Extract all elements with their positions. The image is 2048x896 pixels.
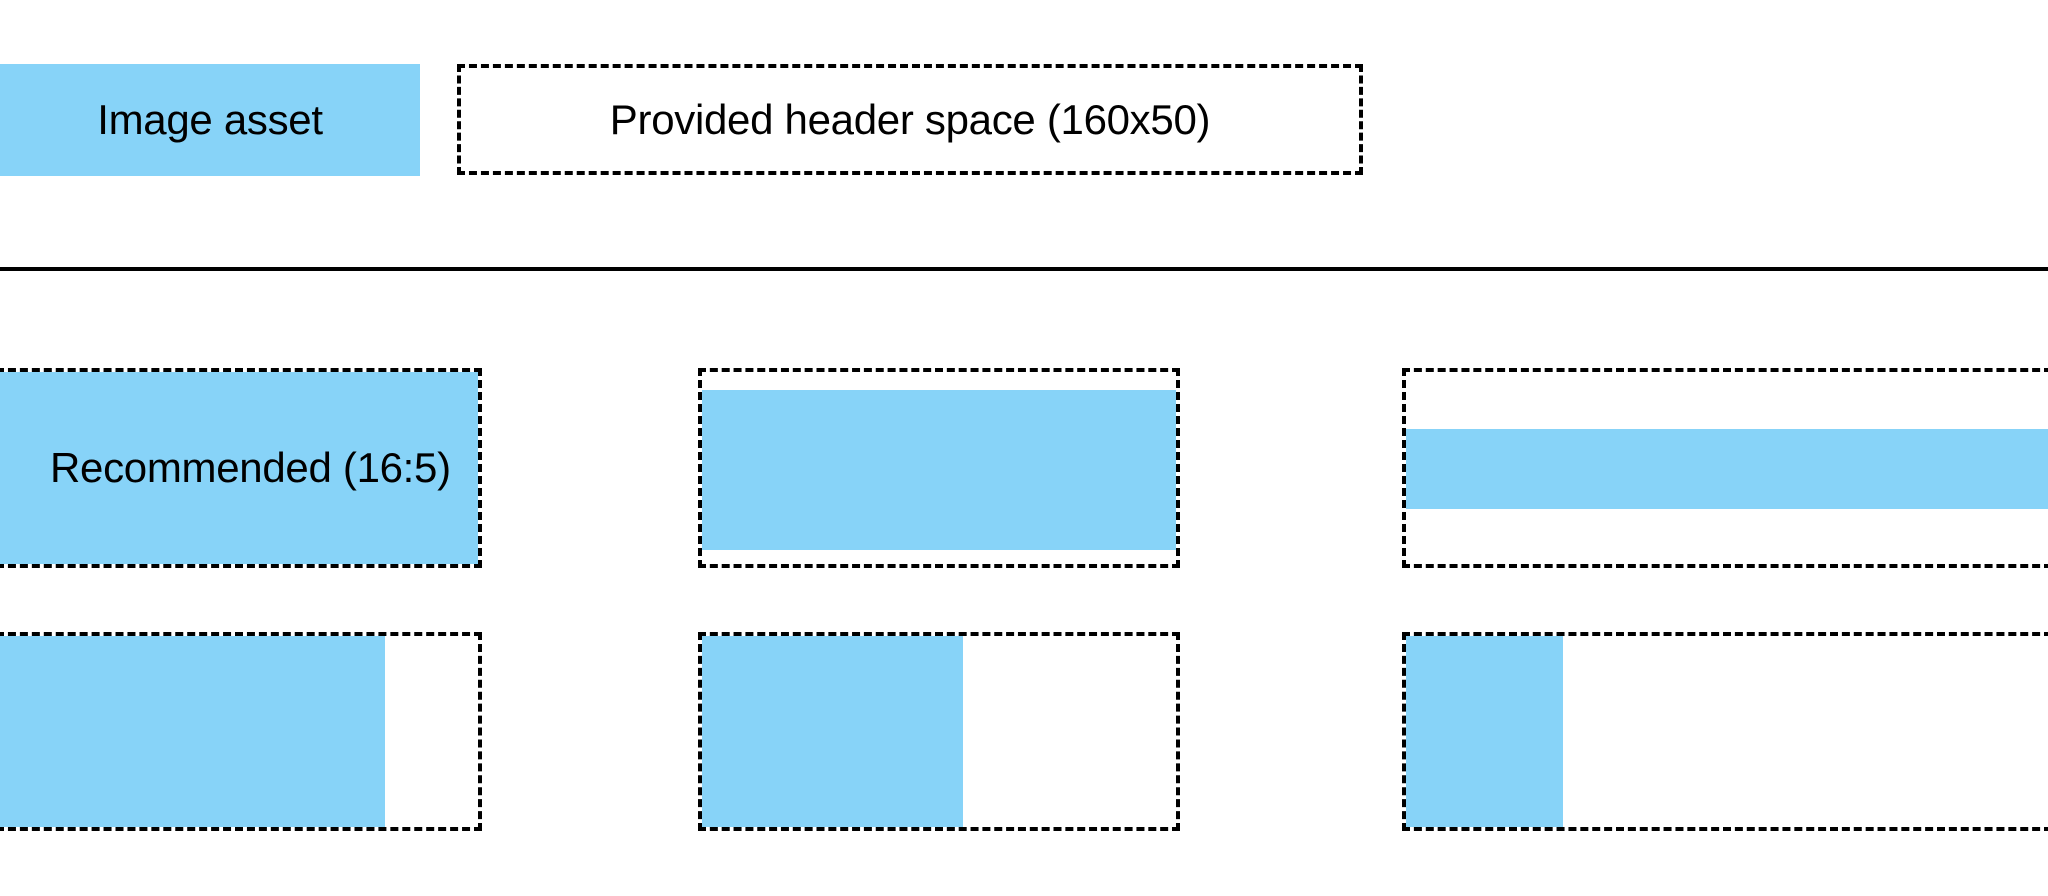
recommended-ratio-label: Recommended (16:5): [50, 444, 451, 491]
sample-cell-recommended: Recommended (16:5): [0, 368, 482, 568]
sample-fill-recommended: [0, 372, 478, 564]
sample-cell-pillarboxed-medium: [698, 632, 1180, 831]
section-divider: [0, 267, 2048, 271]
provided-header-space-box: Provided header space (160x50): [457, 64, 1363, 175]
sample-fill-pillarboxed-large: [0, 636, 385, 827]
legend-row: Image asset Provided header space (160x5…: [0, 64, 2048, 176]
sample-fill-wide-thin-band: [1406, 428, 2048, 510]
sample-cell-wide-thin-band: [1402, 368, 2048, 568]
sample-cell-pillarboxed-large: [0, 632, 482, 831]
image-asset-swatch: Image asset: [0, 64, 420, 176]
sample-fill-pillarboxed-medium: [702, 636, 963, 827]
provided-header-space-label: Provided header space (160x50): [609, 95, 1211, 143]
image-asset-label: Image asset: [97, 96, 323, 143]
sample-fill-pillarboxed-small: [1406, 636, 1564, 827]
sample-cell-wide-letterboxed: [698, 368, 1180, 568]
sample-cell-pillarboxed-small: [1402, 632, 2048, 831]
sample-fill-wide-letterboxed: [702, 390, 1176, 550]
